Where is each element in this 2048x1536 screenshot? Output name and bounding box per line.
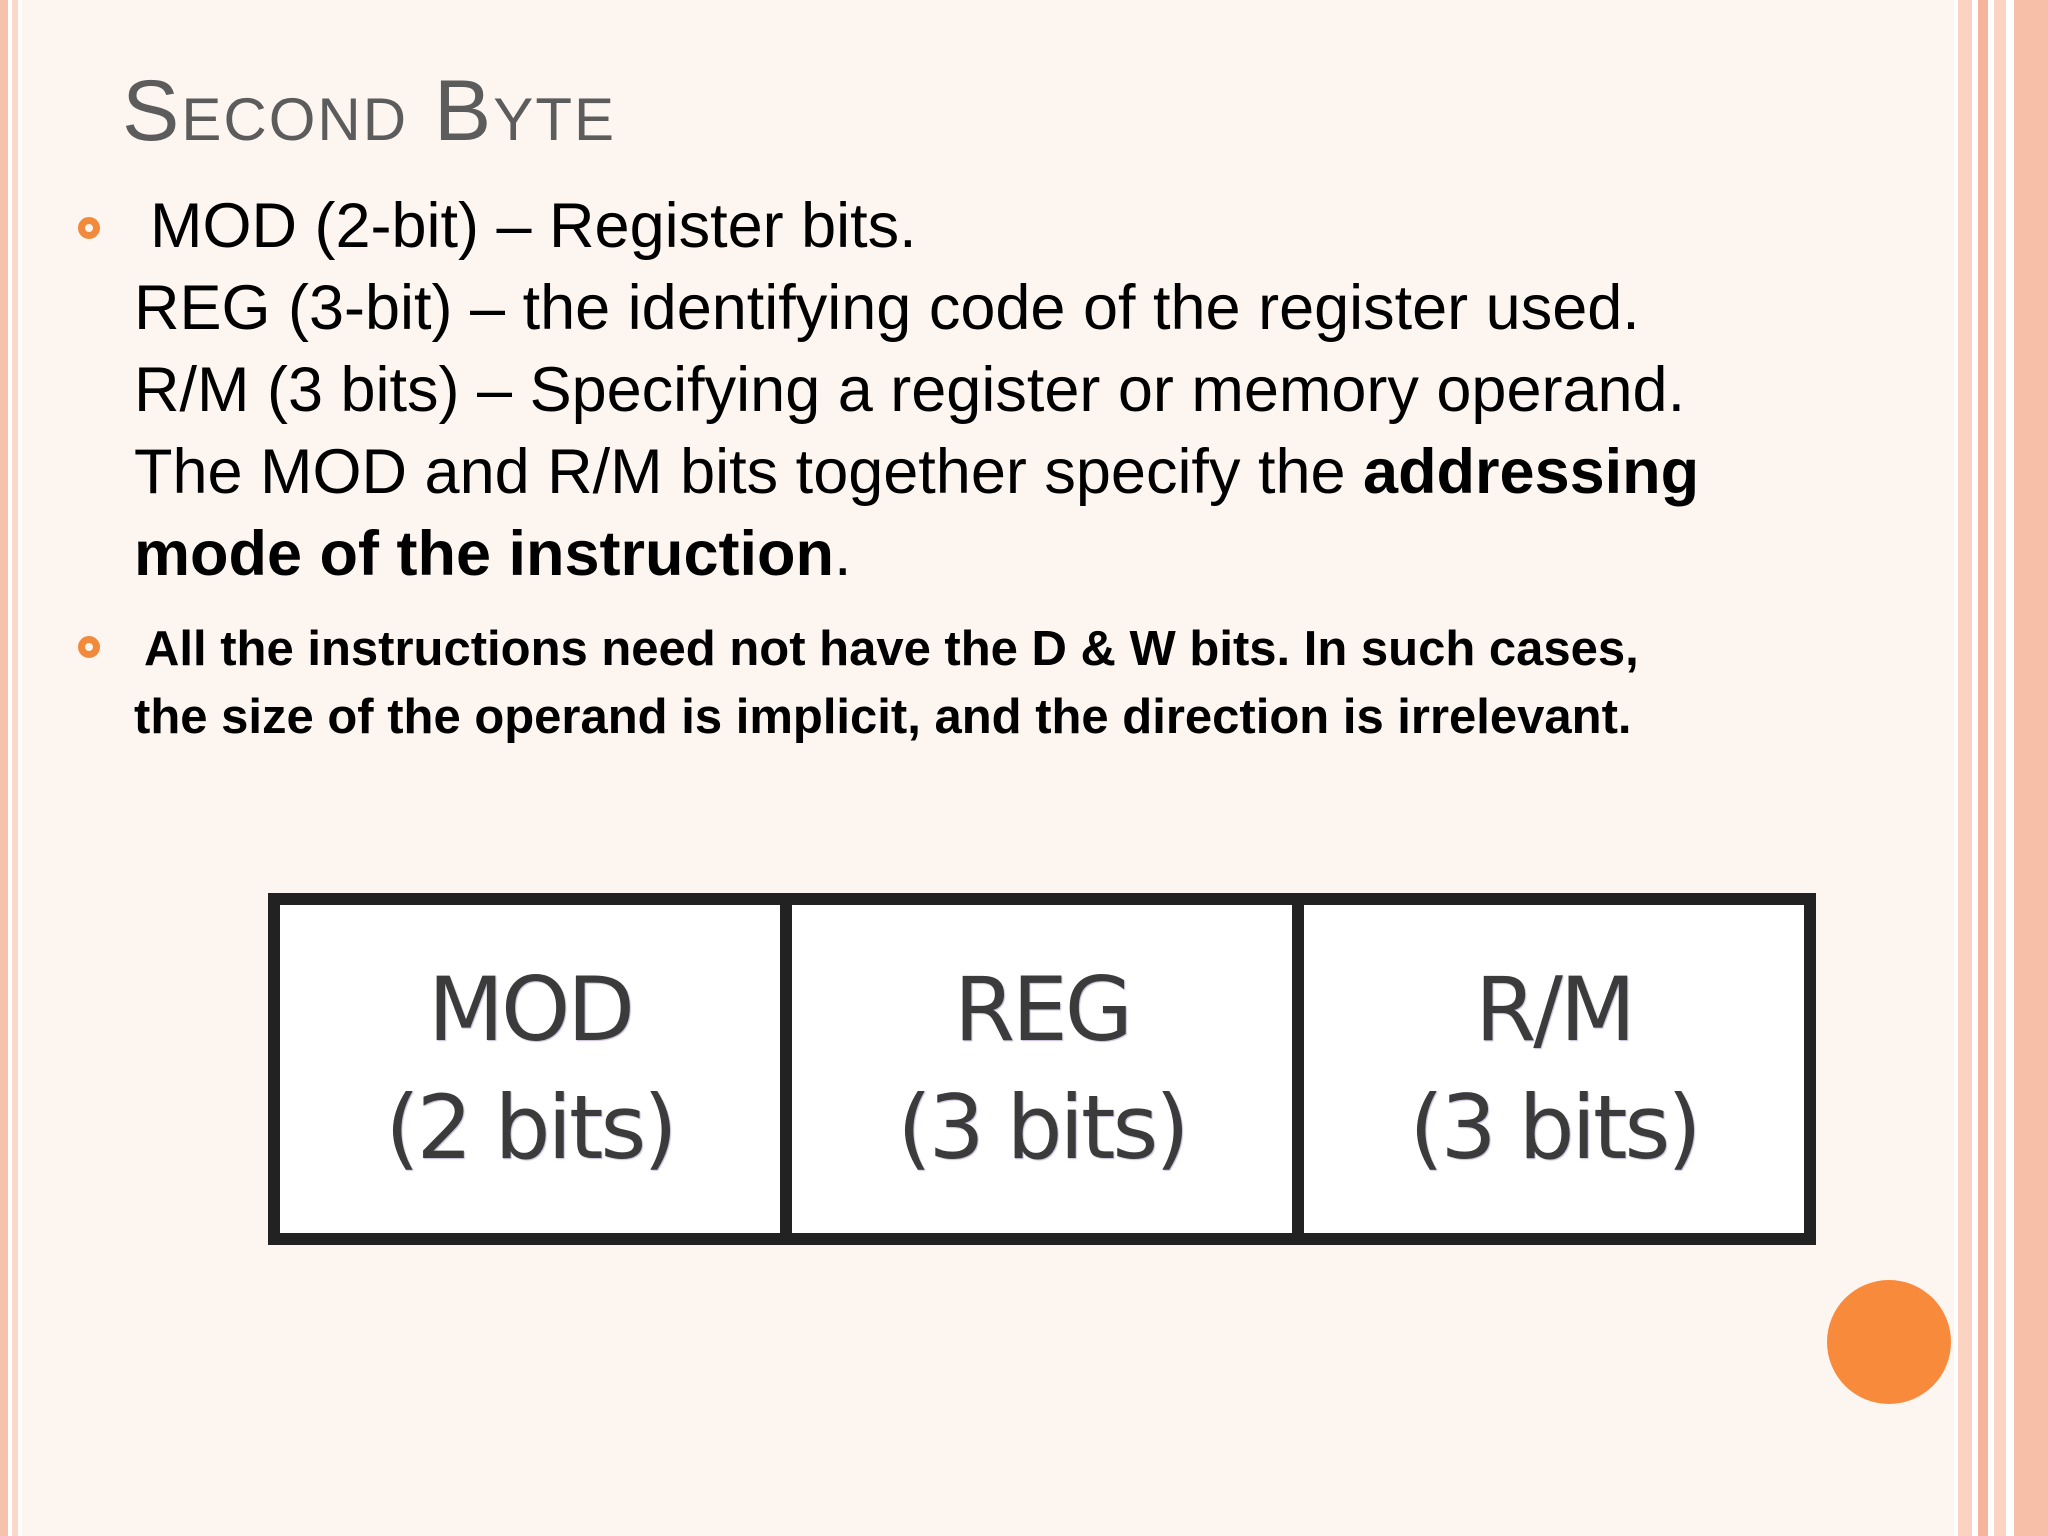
slide-title: Second Byte <box>122 63 616 159</box>
bullet-line: MOD (2-bit) – Register bits. <box>150 191 917 261</box>
bullet-line-emphasis: addressing <box>1363 437 1700 507</box>
field-cell-mod: MOD (2 bits) <box>280 905 780 1233</box>
circle-bullet-icon <box>78 636 100 658</box>
bullet-line: The MOD and R/M bits together specify th… <box>134 431 1902 513</box>
bullet-line-text: The MOD and R/M bits together specify th… <box>134 437 1364 507</box>
decorative-orange-circle <box>1827 1280 1951 1404</box>
field-size: (2 bits) <box>385 1076 677 1179</box>
right-border-stripe-3 <box>1994 0 2006 1536</box>
field-size: (3 bits) <box>897 1076 1189 1179</box>
bullet-text: All the instructions need not have the D… <box>134 615 1902 751</box>
field-name: R/M <box>1475 958 1636 1061</box>
field-name: REG <box>954 958 1133 1061</box>
left-border-stripe-inner <box>12 0 18 1536</box>
byte-bit-field-diagram: MOD (2 bits) REG (3 bits) R/M (3 bits) <box>268 893 1816 1245</box>
left-border-stripe <box>0 0 8 1536</box>
bullet-line: All the instructions need not have the D… <box>144 622 1639 676</box>
bullet-line-text: . <box>833 519 852 589</box>
bullet-line: mode of the instruction. <box>134 513 1902 595</box>
bullet-line: the size of the operand is implicit, and… <box>134 690 1632 744</box>
right-border-stripe-1 <box>1958 0 1972 1536</box>
bullet-line: REG (3-bit) – the identifying code of th… <box>134 273 1640 343</box>
field-cell-reg: REG (3 bits) <box>780 905 1292 1233</box>
right-border-stripe-4 <box>2014 0 2048 1536</box>
field-size: (3 bits) <box>1409 1076 1701 1179</box>
slide-canvas: Second Byte MOD (2-bit) – Register bits.… <box>22 0 1954 1536</box>
bullet-line-emphasis: mode of the instruction <box>134 519 834 589</box>
right-border-stripe-2 <box>1978 0 1988 1536</box>
field-name: MOD <box>428 958 635 1061</box>
bullet-line: R/M (3 bits) – Specifying a register or … <box>134 355 1686 425</box>
circle-bullet-icon <box>78 217 100 239</box>
bullet-text: MOD (2-bit) – Register bits. REG (3-bit)… <box>134 185 1902 595</box>
field-cell-rm: R/M (3 bits) <box>1292 905 1804 1233</box>
